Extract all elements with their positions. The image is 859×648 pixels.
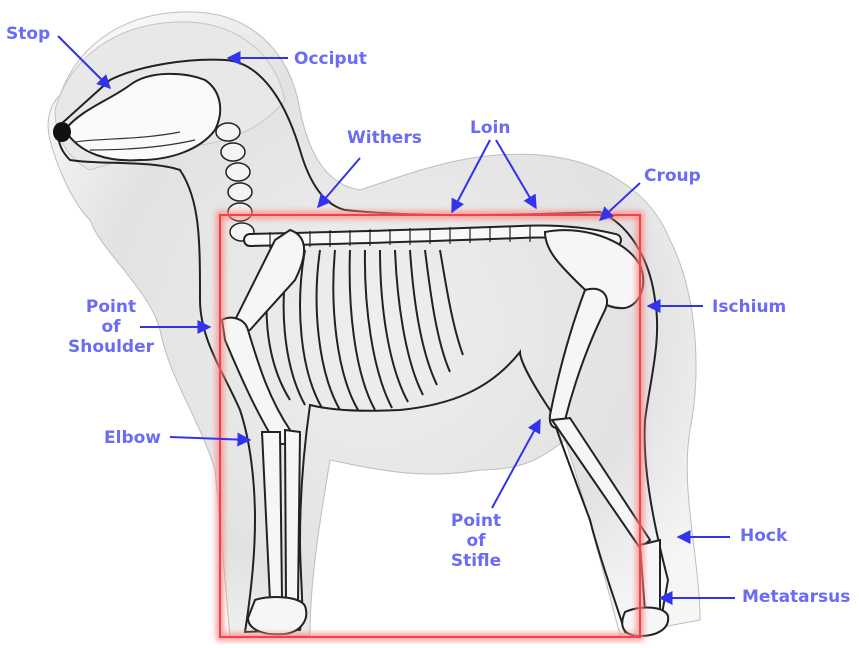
point-of-stifle-label: Point of Stifle bbox=[440, 511, 512, 571]
nose-icon bbox=[53, 122, 71, 142]
point-of-stifle-line-2: of bbox=[440, 531, 512, 551]
hind-paw bbox=[622, 607, 668, 636]
ischium-label: Ischium bbox=[712, 297, 786, 317]
stop-label: Stop bbox=[6, 24, 50, 44]
withers-label: Withers bbox=[347, 128, 422, 148]
metatarsus-label: Metatarsus bbox=[742, 587, 850, 607]
loin-label: Loin bbox=[470, 118, 510, 138]
point-of-shoulder-line-3: Shoulder bbox=[66, 337, 156, 357]
point-of-shoulder-line-1: Point bbox=[66, 297, 156, 317]
front-paw bbox=[248, 597, 306, 634]
point-of-stifle-line-1: Point bbox=[440, 511, 512, 531]
point-of-stifle-line-3: Stifle bbox=[440, 551, 512, 571]
occiput-label: Occiput bbox=[294, 49, 367, 69]
point-of-shoulder-label: Point of Shoulder bbox=[66, 297, 156, 357]
hock-label: Hock bbox=[740, 526, 787, 546]
point-of-shoulder-line-2: of bbox=[66, 317, 156, 337]
elbow-label: Elbow bbox=[104, 428, 161, 448]
croup-label: Croup bbox=[644, 166, 701, 186]
